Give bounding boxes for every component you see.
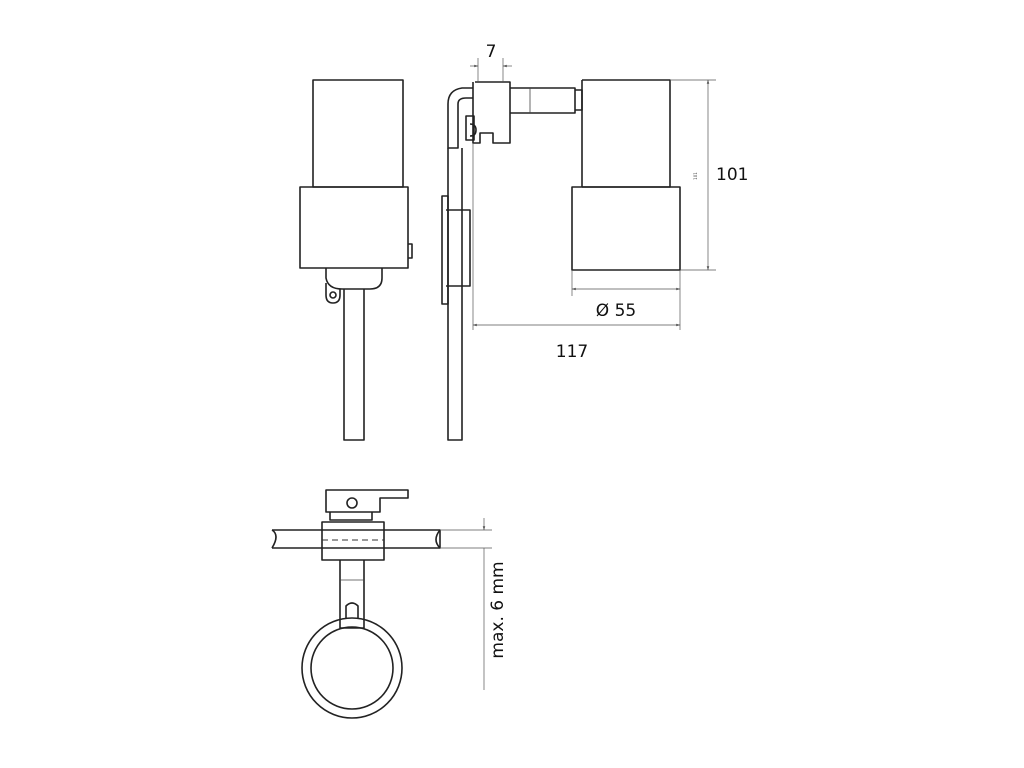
front-view-knob (408, 243, 413, 259)
bottom-view-tab (345, 602, 359, 618)
side-view-connector (510, 87, 576, 114)
dimension-gap-label: 7 (486, 42, 497, 62)
bottom-view-plate-break-right (435, 529, 441, 549)
side-view-collar (571, 186, 681, 271)
front-view-tab-hole (329, 291, 337, 299)
dimension-diameter-label: Ø 55 (596, 301, 636, 321)
dimension-max-thickness-label: max. 6 mm (488, 561, 508, 658)
front-view-tab (325, 283, 341, 304)
front-view-rod (343, 289, 365, 441)
bottom-view (271, 489, 441, 719)
bottom-view-collar (321, 521, 385, 561)
side-view-connector-cap (575, 89, 583, 111)
bottom-view-bracket-foot (329, 512, 373, 521)
front-view-base (325, 268, 383, 290)
bottom-view-bracket-top (325, 489, 409, 513)
dimension-diameter: Ø 55 (571, 270, 681, 330)
front-view (299, 79, 413, 441)
bottom-view-stem (339, 560, 365, 629)
dimension-length-label: 117 (556, 342, 588, 362)
side-view-elbow (447, 87, 473, 149)
side-view-clip-hook (469, 123, 477, 137)
dimension-height: 101 101 (670, 79, 748, 271)
front-view-cup (312, 79, 404, 188)
bottom-view-plate-break-left (271, 529, 277, 549)
side-view (441, 79, 681, 441)
bottom-view-screw (346, 497, 358, 509)
dimension-gap: 7 (470, 42, 512, 82)
bottom-view-plate (272, 529, 441, 549)
dimension-length: 117 (472, 143, 681, 362)
side-view-sleeve (446, 209, 471, 287)
dimension-height-label: 101 (716, 165, 748, 185)
side-view-plate (441, 195, 449, 305)
dimension-height-small-label: 101 (693, 172, 698, 180)
side-view-cup (582, 79, 671, 188)
dimension-max-thickness: max. 6 mm (440, 518, 508, 690)
side-view-clip (465, 115, 475, 141)
side-view-rod (447, 148, 463, 441)
side-view-bracket (472, 81, 511, 144)
bottom-view-ring-outer (301, 617, 403, 719)
bottom-view-ring-inner (310, 626, 394, 710)
front-view-collar (299, 186, 409, 269)
